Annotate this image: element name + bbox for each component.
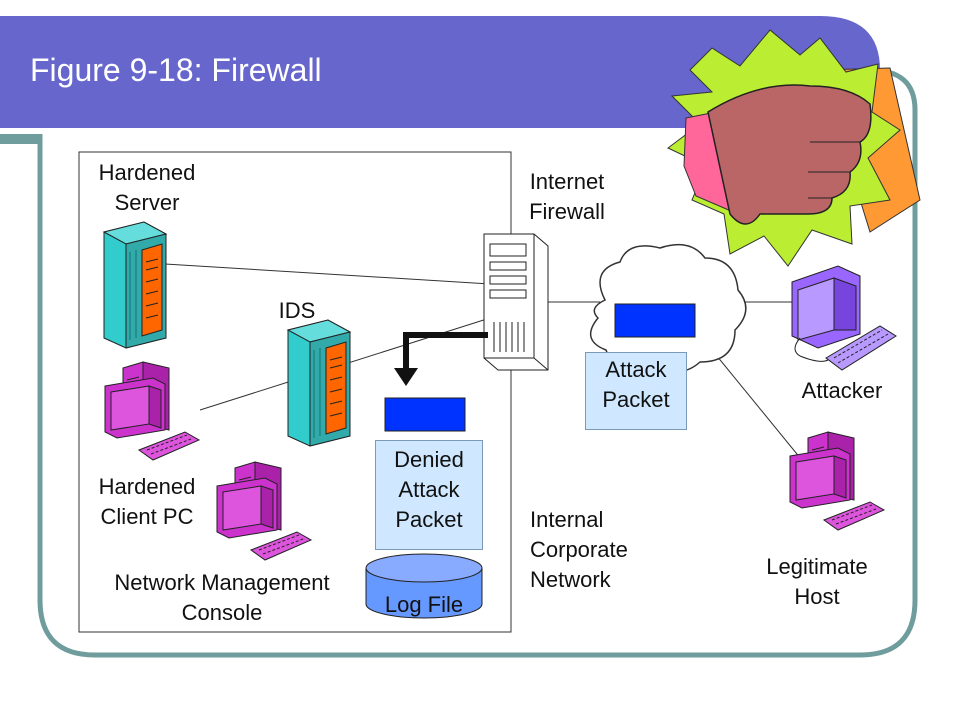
denied-packet-line3: Packet bbox=[395, 507, 463, 532]
label-internal-line1: Internal bbox=[530, 507, 604, 532]
label-hardened-client-line1: Hardened bbox=[98, 474, 196, 499]
log-file-cylinder-icon bbox=[365, 553, 483, 619]
label-internet-firewall: Internet Firewall bbox=[512, 167, 622, 227]
denied-packet-line2: Attack bbox=[398, 477, 460, 502]
label-hardened-client-line2: Client PC bbox=[100, 504, 194, 529]
slide-title: Figure 9-18: Firewall bbox=[30, 52, 322, 88]
label-nmc-line1: Network Management bbox=[114, 570, 330, 595]
denied-packet-label-box: Denied Attack Packet bbox=[375, 440, 483, 550]
label-legit-line2: Host bbox=[794, 584, 840, 609]
denied-arrow-head bbox=[394, 368, 418, 386]
label-nmc-line2: Console bbox=[181, 600, 263, 625]
firewall-server-icon bbox=[483, 233, 549, 371]
hardened-server-icon bbox=[103, 221, 167, 349]
denied-arrow bbox=[403, 332, 488, 370]
label-network-management-console: Network Management Console bbox=[82, 568, 362, 628]
label-internet-firewall-line2: Firewall bbox=[529, 199, 605, 224]
label-ids: IDS bbox=[278, 298, 316, 323]
link-server-firewall bbox=[164, 263, 491, 285]
label-hardened-server-line1: Hardened bbox=[98, 160, 196, 185]
label-legitimate-host: Legitimate Host bbox=[752, 552, 882, 612]
attack-packet-line1: Attack bbox=[605, 357, 667, 382]
attacker-pc-icon bbox=[791, 265, 897, 371]
label-hardened-server-line2: Server bbox=[114, 190, 180, 215]
label-internet-firewall-line1: Internet bbox=[529, 169, 605, 194]
slide-frame bbox=[37, 67, 918, 658]
title-bar bbox=[0, 16, 880, 128]
label-internal-corporate-network: Internal Corporate Network bbox=[530, 505, 670, 595]
legitimate-host-pc-icon bbox=[789, 431, 885, 531]
label-log-file: Log File bbox=[384, 592, 464, 617]
label-internal-line3: Network bbox=[530, 567, 611, 592]
label-internal-line2: Corporate bbox=[530, 537, 628, 562]
label-legit-line1: Legitimate bbox=[766, 554, 868, 579]
label-hardened-client-pc: Hardened Client PC bbox=[82, 472, 212, 532]
ids-server-icon bbox=[287, 319, 351, 447]
attack-packet-label-box: Attack Packet bbox=[585, 352, 687, 430]
denied-packet-icon bbox=[384, 397, 466, 432]
label-attacker: Attacker bbox=[801, 378, 883, 403]
thumbs-down-icon bbox=[667, 29, 921, 267]
label-hardened-server: Hardened Server bbox=[82, 158, 212, 218]
link-cloud-legit-host bbox=[711, 349, 811, 471]
title-left-strip bbox=[0, 134, 40, 144]
title-underline bbox=[0, 128, 880, 134]
attack-packet-icon bbox=[614, 303, 696, 338]
denied-packet-line1: Denied bbox=[394, 447, 464, 472]
attack-packet-line2: Packet bbox=[602, 387, 670, 412]
